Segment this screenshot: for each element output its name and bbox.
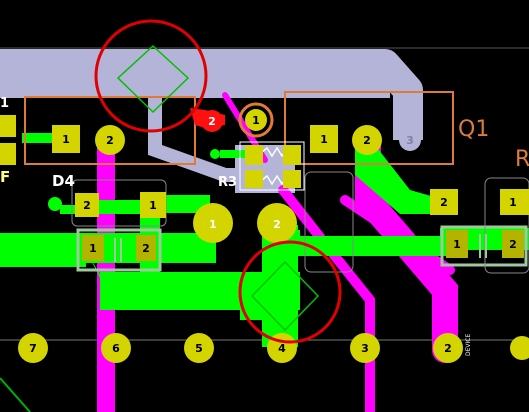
connector-pad-1-label: 1 — [62, 133, 70, 146]
cap-right-pad-1[interactable] — [446, 230, 468, 258]
diagonal-trace — [0, 377, 31, 412]
edge-pad[interactable] — [0, 115, 16, 137]
cap-left-pad-1-label: 1 — [89, 242, 97, 255]
smd-right-outline — [484, 177, 529, 274]
header-pin-7-label: 7 — [29, 342, 37, 355]
cap-right-pad-2[interactable] — [502, 230, 524, 258]
top-left-fragment: 1 — [0, 96, 9, 111]
small-via-r3[interactable] — [210, 149, 220, 159]
smd-right-pad-2[interactable] — [430, 189, 458, 215]
red-via[interactable] — [201, 110, 223, 132]
highlight-circle-top — [94, 19, 208, 133]
q1-designator: Q1 — [458, 117, 489, 142]
big-round-pad-1[interactable] — [193, 203, 233, 243]
f-designator-fragment: F — [0, 168, 10, 186]
q1-outline — [284, 91, 454, 165]
cap-left-courtyard — [76, 228, 162, 272]
header-pin-5-label: 5 — [195, 342, 203, 355]
r3-pad-c[interactable] — [245, 170, 263, 188]
big-round-pad-1-label: 1 — [209, 218, 217, 231]
connector-pad-2[interactable] — [95, 125, 125, 155]
orange-via-pad[interactable] — [245, 109, 267, 131]
d4-pad-2-label: 2 — [83, 199, 91, 212]
header-pin-1-partial[interactable] — [510, 336, 529, 360]
q1-pad-1[interactable] — [310, 125, 338, 153]
header-pin-6[interactable] — [101, 333, 131, 363]
connector-pad-2-label: 2 — [106, 134, 114, 147]
r3-pad-a[interactable] — [245, 145, 263, 165]
connector-pad-1[interactable] — [52, 125, 80, 153]
square-pads[interactable]: 1 1 2 1 1 2 1 2 2 1 — [0, 115, 529, 261]
header-pin-2[interactable] — [433, 333, 463, 363]
highlight-circle-bottom — [238, 240, 342, 344]
q1-pad-2[interactable] — [352, 125, 382, 155]
r3-outline — [239, 141, 305, 191]
edge-pad-2[interactable] — [0, 143, 16, 165]
header-row[interactable]: 7 6 5 4 3 2 — [18, 333, 529, 363]
cap-right-pad-1-label: 1 — [453, 238, 461, 251]
cap-left-pad-1[interactable] — [82, 235, 104, 261]
header-pin-3[interactable] — [350, 333, 380, 363]
q1-pad-3[interactable] — [399, 129, 421, 151]
r3-pad-b[interactable] — [283, 145, 301, 165]
q1-pad-2-label: 2 — [363, 134, 371, 147]
connector-outline — [24, 96, 196, 165]
big-round-pad-2-label: 2 — [273, 218, 281, 231]
header-pin-2-label: 2 — [444, 342, 452, 355]
cap-right-pad-2-label: 2 — [509, 238, 517, 251]
smd-right-pad-1[interactable] — [500, 189, 529, 215]
orange-via-ring — [238, 102, 274, 138]
silkscreen — [24, 91, 529, 274]
r3-designator: R3 — [218, 175, 237, 190]
d4-pad-2[interactable] — [75, 193, 99, 217]
q1-pad-1-label: 1 — [320, 133, 328, 146]
header-pin-6-label: 6 — [112, 342, 120, 355]
d4-pad-1-label: 1 — [149, 199, 157, 212]
cap-right-courtyard — [440, 225, 528, 267]
header-pin-3-label: 3 — [361, 342, 369, 355]
cap-left-pad-2-label: 2 — [142, 242, 150, 255]
cap-left-pad-2[interactable] — [136, 235, 156, 261]
orange-via-label: 1 — [252, 114, 260, 127]
r3-pad-d[interactable] — [283, 170, 301, 188]
drc-marker-top — [116, 44, 190, 114]
round-pads[interactable]: 2 2 3 1 2 1 2 — [48, 102, 421, 243]
bottom-copper-layer — [0, 49, 423, 193]
drc-marker-bottom — [250, 260, 320, 332]
header-pin-5[interactable] — [184, 333, 214, 363]
d4-designator: D4 — [52, 172, 75, 190]
smd-outline — [304, 171, 354, 273]
smd-right-pad-2-label: 2 — [440, 196, 448, 209]
vertical-tag: DEVICE — [465, 334, 472, 356]
big-round-pad-2[interactable] — [257, 203, 297, 243]
small-via-d4[interactable] — [48, 197, 62, 211]
q1-pad-3-label: 3 — [406, 134, 414, 147]
r-designator-fragment: R — [515, 147, 529, 172]
smd-right-pad-1-label: 1 — [509, 196, 517, 209]
red-via-label: 2 — [208, 115, 216, 128]
header-pin-7[interactable] — [18, 333, 48, 363]
d4-pad-1[interactable] — [140, 192, 166, 218]
header-pin-4-label: 4 — [278, 342, 286, 355]
